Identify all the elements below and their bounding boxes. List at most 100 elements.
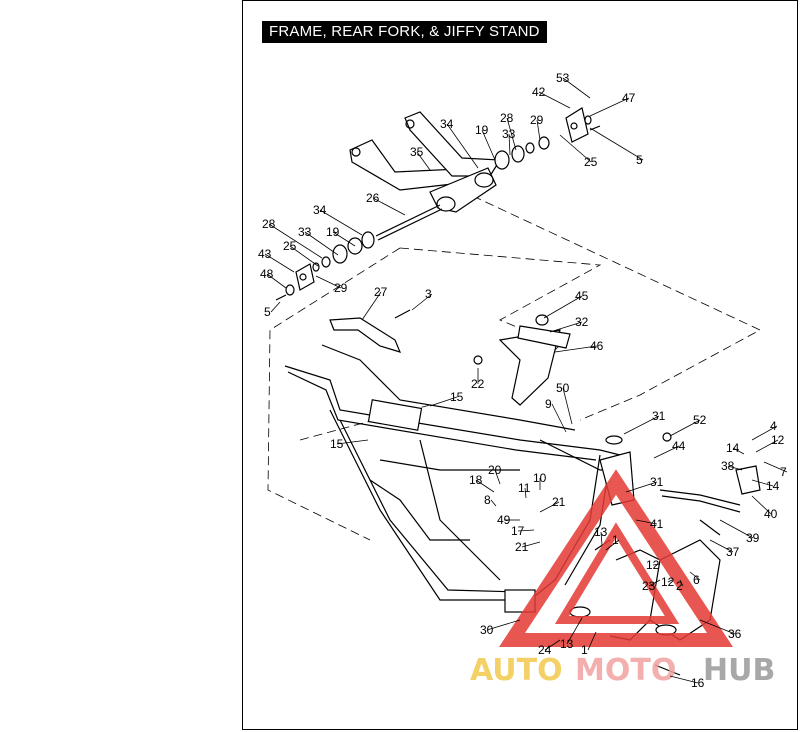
- callout-number: 49: [497, 513, 511, 527]
- callout-number: 13: [594, 525, 608, 539]
- callout-number: 33: [298, 225, 312, 239]
- callout-number: 13: [560, 637, 574, 651]
- callout-number: 24: [538, 643, 552, 657]
- watermark-hub: HUB: [703, 653, 775, 688]
- rear-fork: [349, 111, 502, 213]
- callout-number: 38: [721, 459, 735, 473]
- callout-number: 36: [728, 627, 742, 641]
- callout-leader: [709, 539, 734, 553]
- watermark-logo: AUTO MOTO HUB: [470, 469, 775, 688]
- callout-number: 15: [330, 437, 344, 451]
- callout-leader: [600, 531, 603, 546]
- callout-leader: [554, 345, 598, 353]
- callout-number: 8: [484, 493, 491, 507]
- callout-leader: [270, 301, 281, 313]
- callout-number: 6: [693, 573, 700, 587]
- callout-number: 5: [636, 153, 643, 167]
- callout-number: 14: [726, 441, 740, 455]
- callout-leader: [486, 619, 521, 631]
- callout-leader: [562, 77, 591, 99]
- callout-number: 22: [471, 377, 485, 391]
- callout-leader: [521, 541, 541, 548]
- callout-leader: [517, 529, 535, 532]
- callout-leader: [669, 419, 701, 437]
- callout-number: 1: [612, 533, 619, 547]
- callout-leader: [566, 617, 583, 645]
- watermark-moto: MOTO: [575, 653, 676, 688]
- callout-leader: [653, 445, 680, 459]
- callout-leader: [667, 579, 673, 583]
- callout-leader: [623, 415, 660, 435]
- callout-leader: [319, 209, 363, 236]
- callout-leader: [679, 579, 684, 587]
- callout-leader: [543, 295, 583, 319]
- callout-number: 14: [766, 479, 780, 493]
- callout-leader: [755, 439, 779, 453]
- callout-leader: [490, 499, 497, 507]
- callout-number: 7: [780, 465, 787, 479]
- callout-number: 5: [264, 305, 271, 319]
- diagram-title: FRAME, REAR FORK, & JIFFY STAND: [262, 21, 547, 43]
- callout-number: 19: [475, 123, 489, 137]
- callout-number: 17: [511, 524, 525, 538]
- callout-number: 18: [469, 473, 483, 487]
- assembly-guide-lines: [267, 189, 761, 541]
- small-parts: [329, 309, 571, 406]
- callout-number: 28: [262, 217, 276, 231]
- callout-leader: [589, 97, 630, 117]
- callout-leader: [635, 519, 658, 525]
- callout-number: 26: [366, 191, 380, 205]
- callout-number: 4: [770, 419, 777, 433]
- callout-number: 40: [764, 507, 778, 521]
- callout-leader: [538, 91, 571, 109]
- callout-leader: [669, 675, 699, 684]
- callout-number: 46: [590, 339, 604, 353]
- callout-leader: [536, 119, 541, 141]
- callout-leader: [289, 245, 319, 267]
- callout-number: 41: [650, 517, 664, 531]
- callout-leader: [544, 639, 561, 651]
- pivot-shaft: [375, 204, 443, 241]
- callout-leader: [727, 465, 743, 471]
- callout-number: 37: [726, 545, 740, 559]
- callout-number: 21: [552, 495, 566, 509]
- callout-leader: [332, 231, 356, 247]
- callout-leader: [481, 129, 496, 161]
- callout-leader: [524, 487, 527, 499]
- callout-number: 16: [691, 676, 705, 690]
- callout-number: 31: [652, 409, 666, 423]
- callout-number: 12: [661, 575, 675, 589]
- callout-leader: [605, 539, 620, 551]
- callout-leader: [719, 519, 754, 539]
- callout-leader: [508, 133, 511, 156]
- callout-leader: [551, 403, 567, 433]
- callout-number: 25: [584, 155, 598, 169]
- callout-leader: [625, 481, 658, 493]
- callout-number: 1: [581, 643, 588, 657]
- callout-number: 9: [545, 397, 552, 411]
- callout-number: 39: [746, 531, 760, 545]
- callout-number: 34: [313, 203, 327, 217]
- callout-leader: [416, 151, 431, 171]
- callout-number: 50: [556, 381, 570, 395]
- callout-number: 3: [425, 287, 432, 301]
- callout-number: 23: [642, 579, 656, 593]
- right-bearing-stack: [494, 107, 601, 170]
- callout-leader: [699, 619, 736, 635]
- callout-leader: [411, 293, 433, 311]
- left-bearing-stack: [275, 231, 375, 301]
- callout-leader: [751, 425, 778, 441]
- callout-leader: [266, 273, 287, 289]
- callout-leader: [506, 117, 517, 151]
- callout-leader: [751, 495, 772, 515]
- callout-number: 53: [556, 71, 570, 85]
- callout-number: 47: [622, 91, 636, 105]
- callout-leader: [446, 123, 479, 169]
- callout-leader: [589, 127, 644, 161]
- callout-number: 33: [502, 127, 516, 141]
- callout-number: 20: [488, 463, 502, 477]
- jiffy-stand: [659, 465, 761, 536]
- callout-leader: [304, 231, 339, 256]
